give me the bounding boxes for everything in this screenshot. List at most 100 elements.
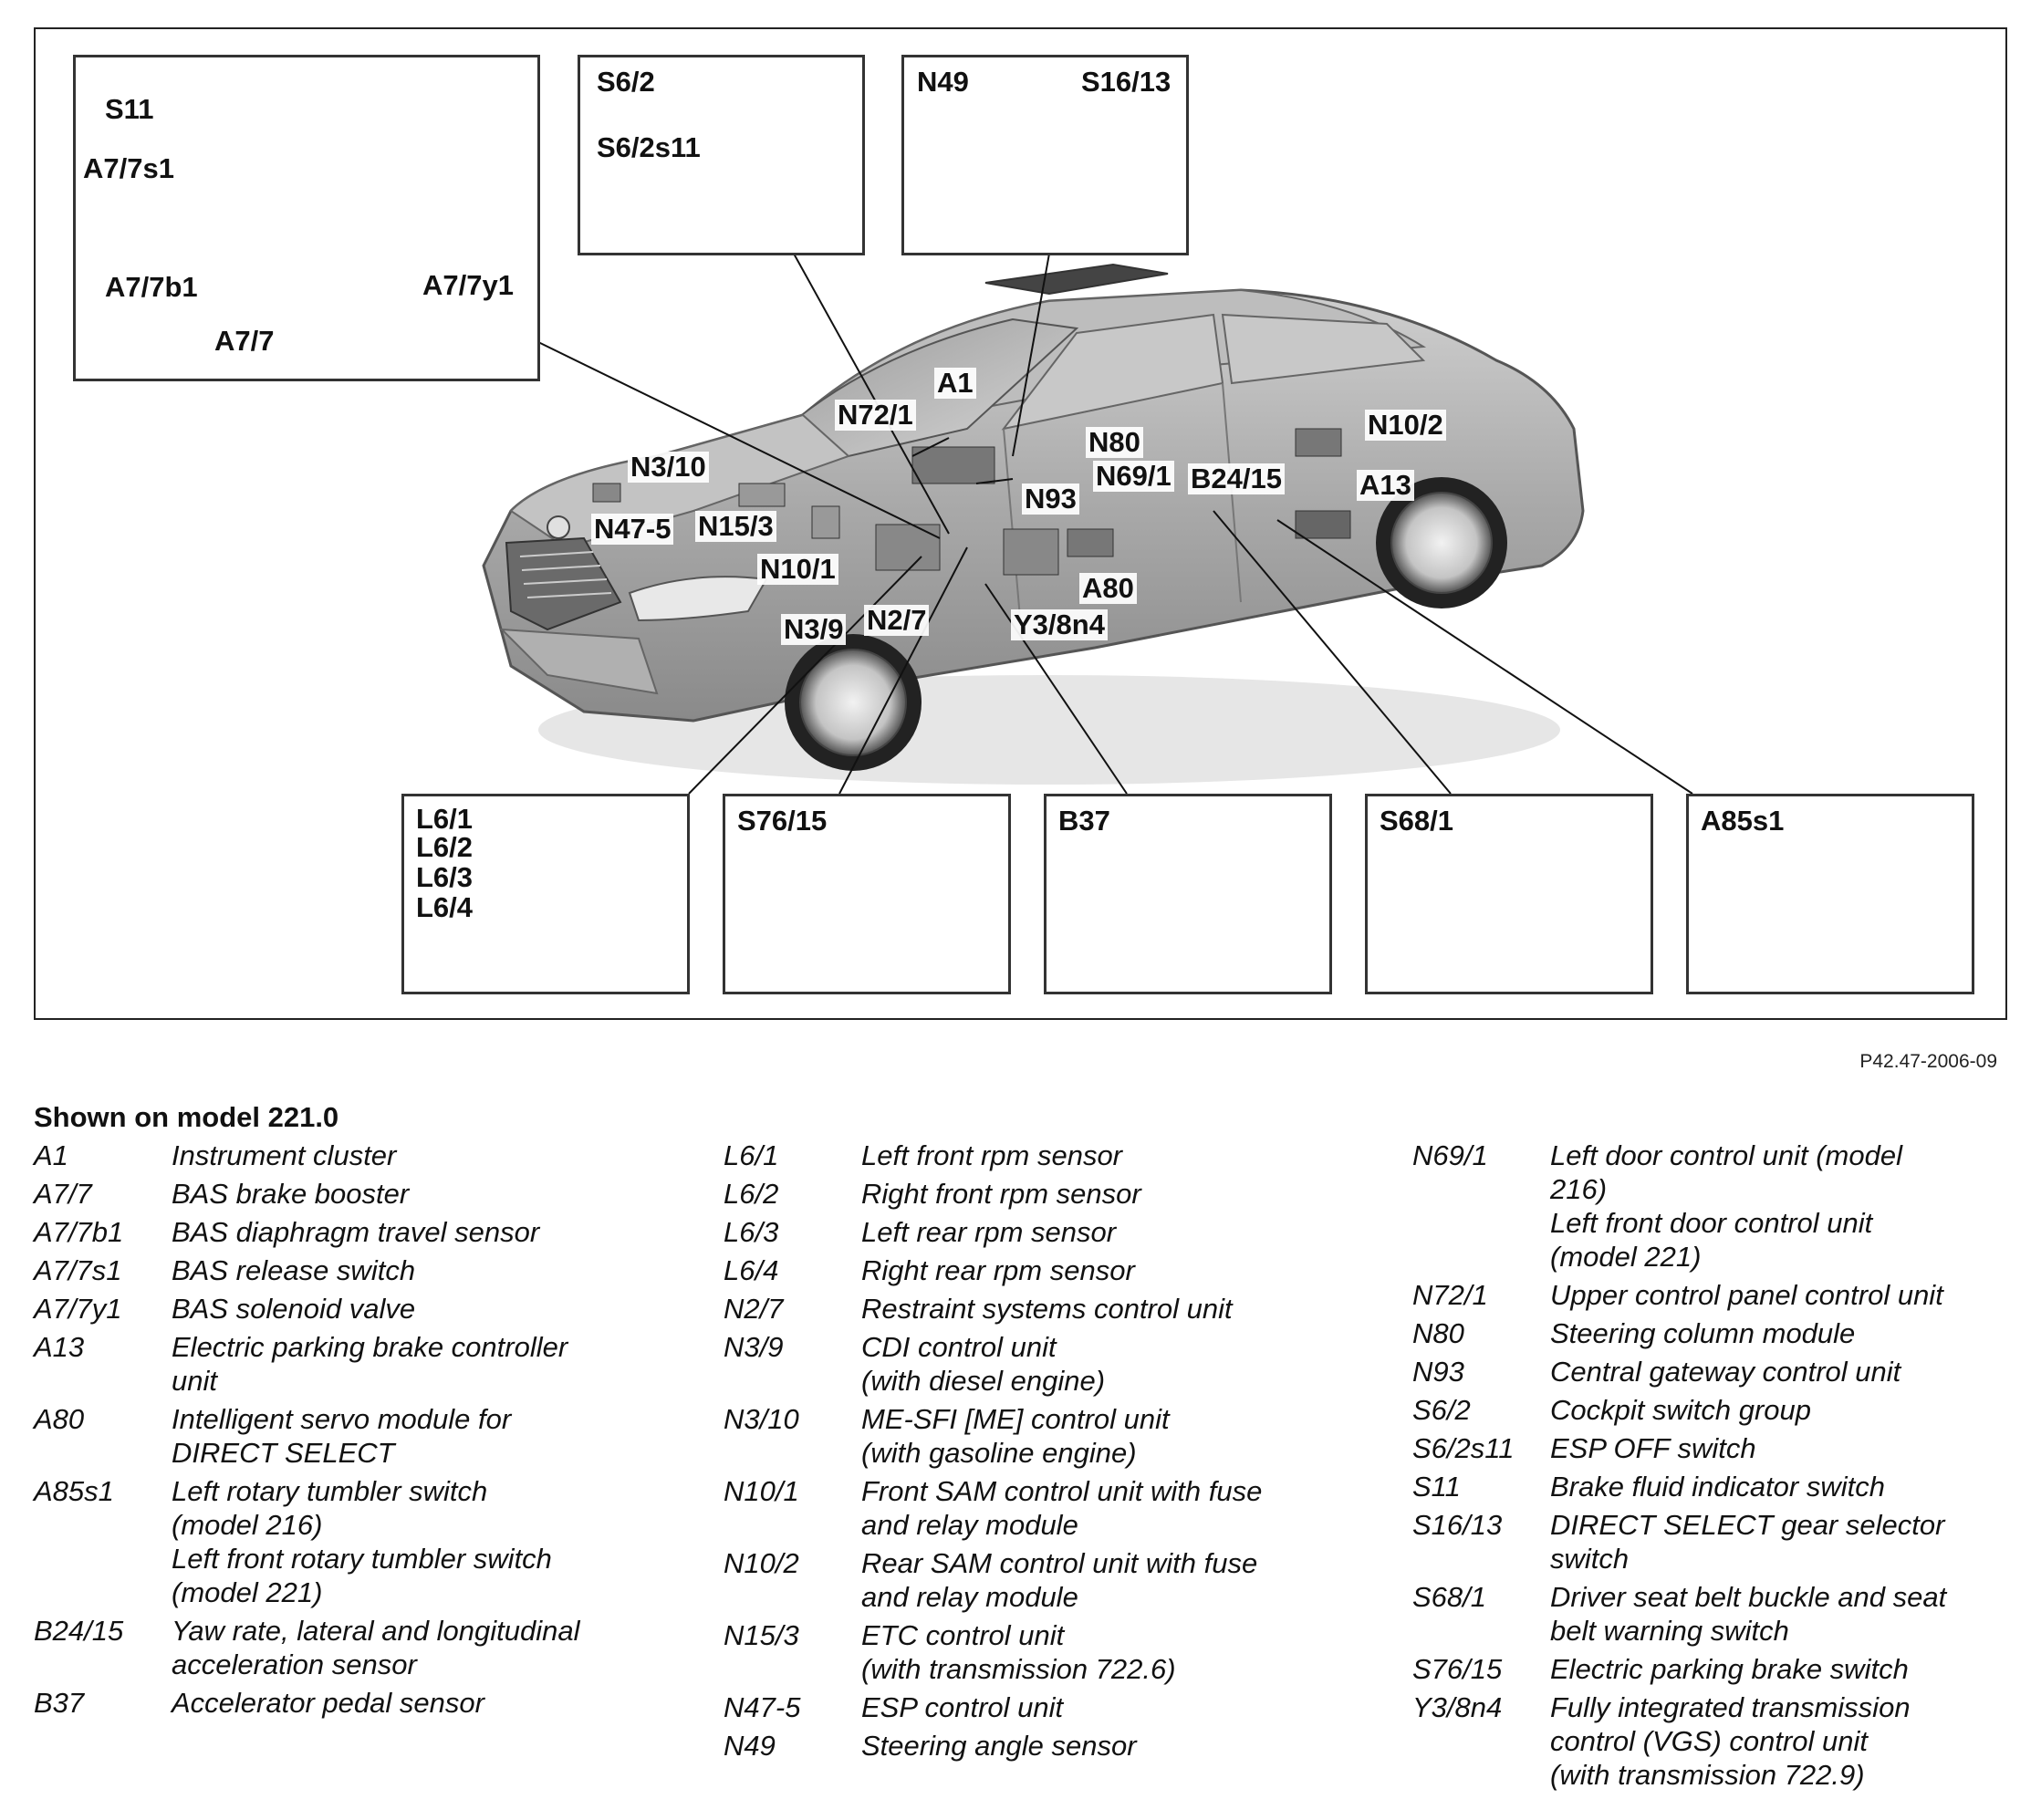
legend-code: A7/7 [34, 1178, 92, 1210]
legend-description: ESP control unit [861, 1690, 1362, 1724]
legend-description-line: ME-SFI [ME] control unit [861, 1403, 1170, 1435]
label-n153: N15/3 [695, 511, 776, 542]
inset-accelerator-pedal [1044, 794, 1332, 994]
label-a77b1: A7/7b1 [105, 271, 198, 303]
legend-item: A7/7 BAS brake booster [34, 1177, 672, 1211]
legend-code: A13 [34, 1331, 85, 1363]
diagram-frame [34, 27, 2007, 1020]
label-s11: S11 [105, 93, 154, 125]
legend-description-line: switch [1550, 1543, 1630, 1575]
legend-description: BAS brake booster [172, 1177, 672, 1211]
legend-description-line: (model 221) [1550, 1241, 1702, 1273]
legend-description-line: Electric parking brake switch [1550, 1653, 1909, 1685]
legend-description-line: Electric parking brake controller [172, 1331, 568, 1363]
legend-description-line: Accelerator pedal sensor [172, 1687, 484, 1719]
label-n39: N3/9 [781, 614, 847, 645]
legend-item: L6/2 Right front rpm sensor [724, 1177, 1362, 1211]
label-n49: N49 [917, 66, 969, 98]
legend-item: L6/4 Right rear rpm sensor [724, 1253, 1362, 1287]
legend-description-line: Cockpit switch group [1550, 1394, 1812, 1426]
legend-description-line: Right front rpm sensor [861, 1178, 1141, 1210]
legend-description-line: (model 216) [172, 1509, 323, 1541]
legend-description-line: BAS release switch [172, 1254, 416, 1286]
legend-description-line: ESP control unit [861, 1691, 1064, 1723]
label-n310: N3/10 [628, 452, 709, 483]
legend-description-line: Left front rotary tumbler switch [172, 1543, 552, 1575]
legend-description: Left front rpm sensor [861, 1139, 1362, 1172]
legend-description-line: (with transmission 722.9) [1550, 1759, 1865, 1791]
inset-cockpit-switch-group [578, 55, 865, 255]
inset-rpm-sensors [401, 794, 690, 994]
legend-code: L6/2 [724, 1178, 779, 1210]
legend-description-line: Instrument cluster [172, 1139, 397, 1171]
legend-description: Steering angle sensor [861, 1729, 1362, 1763]
label-a77s1: A7/7s1 [83, 152, 174, 184]
legend-code: B24/15 [34, 1615, 124, 1647]
legend-code: A7/7s1 [34, 1254, 122, 1286]
legend-description-line: CDI control unit [861, 1331, 1057, 1363]
legend-code: N15/3 [724, 1619, 799, 1651]
label-s681: S68/1 [1380, 805, 1454, 837]
inset-parking-brake-switch [723, 794, 1011, 994]
legend-description-line: Steering angle sensor [861, 1730, 1137, 1762]
legend-description: Steering column module [1550, 1316, 2015, 1350]
legend-description-line: BAS brake booster [172, 1178, 410, 1210]
legend-title: Shown on model 221.0 [34, 1101, 339, 1133]
legend-item: N72/1 Upper control panel control unit [1412, 1278, 2015, 1312]
label-a13: A13 [1357, 470, 1414, 501]
label-l63: L6/3 [416, 861, 474, 893]
legend-description-line: Left rear rpm sensor [861, 1216, 1117, 1248]
label-l62: L6/2 [416, 831, 474, 863]
legend-description-line: Fully integrated transmission [1550, 1691, 1911, 1723]
legend-description-line: belt warning switch [1550, 1615, 1789, 1647]
legend-description: Electric parking brake switch [1550, 1652, 2015, 1686]
label-n80: N80 [1086, 427, 1143, 458]
legend-description-line: DIRECT SELECT [172, 1437, 395, 1469]
legend-description-line: Brake fluid indicator switch [1550, 1471, 1885, 1503]
inset-steering-column [901, 55, 1189, 255]
label-n102: N10/2 [1365, 410, 1446, 441]
legend-code: L6/4 [724, 1254, 779, 1286]
legend-description-line: Upper control panel control unit [1550, 1279, 1943, 1311]
legend-code: L6/3 [724, 1216, 779, 1248]
legend-description-line: unit [172, 1365, 217, 1397]
legend-description-line: Central gateway control unit [1550, 1356, 1901, 1388]
legend-description-line: Right rear rpm sensor [861, 1254, 1135, 1286]
legend-description-line: Left front rpm sensor [861, 1139, 1123, 1171]
legend-code: S6/2s11 [1412, 1432, 1515, 1464]
legend-description-line: acceleration sensor [172, 1648, 417, 1680]
legend-description: Cockpit switch group [1550, 1393, 2015, 1427]
legend-code: N72/1 [1412, 1279, 1488, 1311]
inset-seat-belt-switch [1365, 794, 1653, 994]
label-n27: N2/7 [864, 605, 930, 636]
legend-item: S6/2s11 ESP OFF switch [1412, 1431, 2015, 1465]
label-s1613: S16/13 [1081, 66, 1171, 98]
legend-description-line: ESP OFF switch [1550, 1432, 1756, 1464]
legend-description-line: Front SAM control unit with fuse [861, 1475, 1263, 1507]
